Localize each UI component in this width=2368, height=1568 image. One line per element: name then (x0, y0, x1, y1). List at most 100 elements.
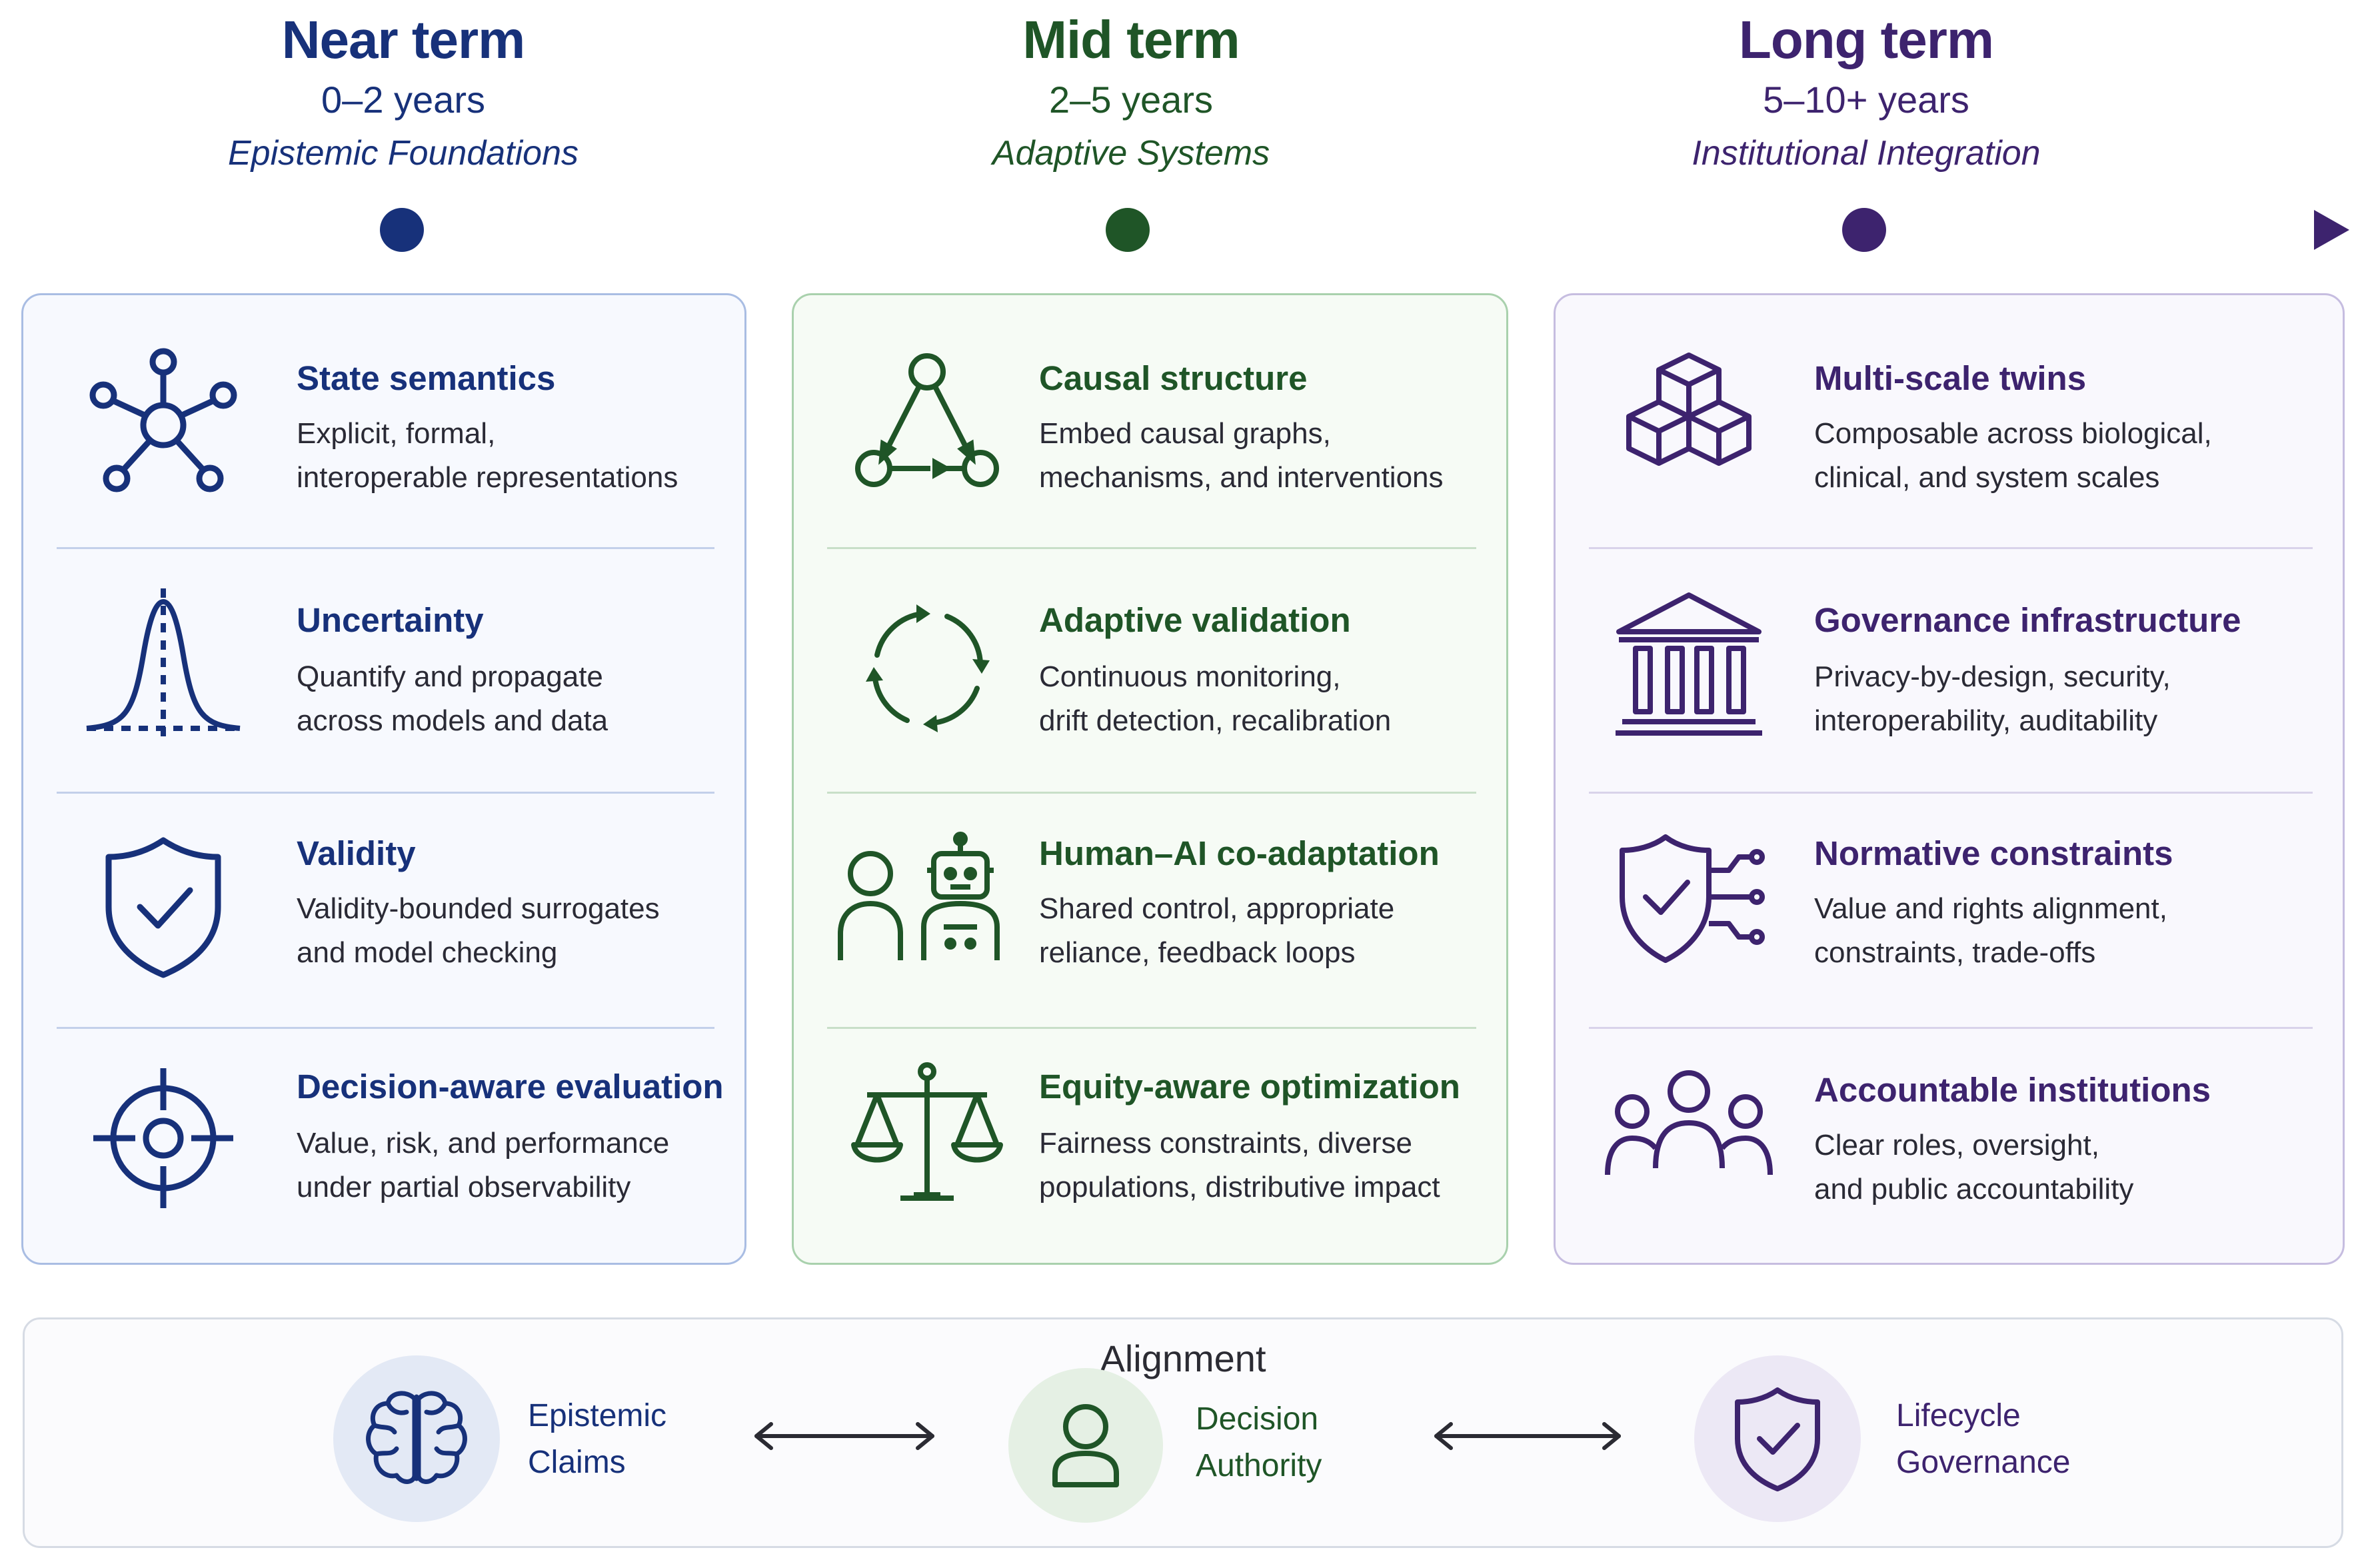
divider (1589, 792, 2313, 794)
item-desc-line1: Quantify and propagate (297, 660, 603, 693)
divider (1589, 547, 2313, 549)
timeline-arrow (27, 208, 2349, 252)
double-arrow-icon (754, 1422, 934, 1450)
phase-years: 2–5 years (1049, 79, 1213, 121)
timeline-marker-mid (1106, 208, 1150, 252)
item-desc-line2: interoperable representations (297, 461, 678, 494)
item-multi-scale-twins: Multi-scale twins Composable across biol… (1556, 295, 2343, 548)
item-title: Uncertainty (297, 601, 484, 639)
phase-title: Mid term (1022, 10, 1240, 69)
phase-years: 5–10+ years (1763, 79, 1969, 121)
phase-subtitle: Institutional Integration (1692, 134, 2041, 173)
item-desc-line2: interoperability, auditability (1814, 704, 2158, 737)
column-mid-term: Causal structure Embed causal graphs, me… (792, 293, 1508, 1265)
label-line2: Authority (1196, 1448, 1322, 1483)
person-icon (1052, 1404, 1119, 1487)
arrow-head-icon (2314, 210, 2349, 250)
label-line1: Epistemic (528, 1398, 667, 1433)
decision-authority-badge (1008, 1368, 1163, 1523)
item-desc-line1: Embed causal graphs, (1039, 417, 1331, 450)
divider (827, 1027, 1476, 1029)
item-human-ai-co-adaptation: Human–AI co-adaptation Shared control, a… (794, 794, 1506, 1027)
lifecycle-governance-label: Lifecycle Governance (1896, 1393, 2071, 1486)
item-desc-line2: reliance, feedback loops (1039, 936, 1356, 969)
item-desc-line1: Shared control, appropriate (1039, 892, 1395, 925)
item-desc-line2: populations, distributive impact (1039, 1171, 1440, 1203)
phase-header-mid: Mid term 2–5 years Adaptive Systems (831, 7, 1431, 180)
item-decision-aware-evaluation: Decision-aware evaluation Value, risk, a… (23, 1028, 744, 1261)
item-title: Decision-aware evaluation (297, 1068, 724, 1106)
double-arrow-icon (1434, 1422, 1621, 1450)
item-normative-constraints: Normative constraints Value and rights a… (1556, 794, 2343, 1027)
item-accountable-institutions: Accountable institutions Clear roles, ov… (1556, 1028, 2343, 1261)
brain-icon (366, 1391, 467, 1484)
phase-years: 0–2 years (321, 79, 485, 121)
item-title: Governance infrastructure (1814, 601, 2241, 639)
label-line1: Decision (1196, 1401, 1319, 1437)
epistemic-claims-badge (333, 1355, 500, 1522)
item-desc-line1: Value, risk, and performance (297, 1127, 670, 1160)
item-causal-structure: Causal structure Embed causal graphs, me… (794, 295, 1506, 548)
item-desc-line1: Fairness constraints, diverse (1039, 1127, 1412, 1160)
phase-subtitle: Epistemic Foundations (227, 134, 579, 173)
alignment-panel: Alignment Epistemic Claims Decision (23, 1317, 2343, 1548)
item-desc-line2: under partial observability (297, 1171, 631, 1203)
item-desc-line2: constraints, trade-offs (1814, 936, 2096, 969)
institution-icon (1616, 592, 1762, 736)
epistemic-claims-label: Epistemic Claims (528, 1393, 666, 1486)
shield-circuit-icon (1620, 834, 1765, 963)
cycle-arrows-icon (866, 604, 990, 732)
phase-title: Near term (281, 10, 526, 69)
human-robot-icon (838, 832, 1000, 960)
item-desc-line2: clinical, and system scales (1814, 461, 2160, 494)
item-adaptive-validation: Adaptive validation Continuous monitorin… (794, 548, 1506, 792)
label-line1: Lifecycle (1896, 1398, 2021, 1433)
balance-scale-icon (851, 1062, 1003, 1201)
divider (1589, 1027, 2313, 1029)
item-desc-line1: Clear roles, oversight, (1814, 1129, 2099, 1162)
shield-check-icon (1735, 1387, 1820, 1491)
item-desc-line2: drift detection, recalibration (1039, 704, 1392, 737)
item-title: Adaptive validation (1039, 601, 1351, 639)
item-title: Human–AI co-adaptation (1039, 834, 1440, 872)
label-line2: Claims (528, 1445, 626, 1480)
shield-check-icon (105, 837, 221, 978)
item-desc-line2: and public accountability (1814, 1173, 2134, 1205)
item-title: Multi-scale twins (1814, 359, 2087, 397)
item-title: Normative constraints (1814, 834, 2173, 872)
item-title: Accountable institutions (1814, 1071, 2211, 1109)
lifecycle-governance-badge (1694, 1355, 1861, 1522)
item-desc-line1: Composable across biological, (1814, 417, 2212, 450)
timeline-marker-near (380, 208, 424, 252)
item-title: Equity-aware optimization (1039, 1068, 1460, 1106)
crosshair-icon (93, 1068, 233, 1208)
alignment-title: Alignment (1100, 1337, 1266, 1379)
item-equity-aware-optimization: Equity-aware optimization Fairness const… (794, 1028, 1506, 1261)
bell-curve-icon (86, 588, 241, 742)
label-line2: Governance (1896, 1445, 2071, 1480)
item-title: State semantics (297, 359, 556, 397)
decision-authority-label: Decision Authority (1196, 1396, 1322, 1489)
column-near-term: State semantics Explicit, formal, intero… (21, 293, 746, 1265)
item-desc-line2: across models and data (297, 704, 608, 737)
cubes-icon (1626, 353, 1752, 466)
causal-graph-icon (855, 353, 999, 487)
divider (57, 1027, 714, 1029)
item-desc-line1: Privacy-by-design, security, (1814, 660, 2171, 693)
item-desc-line1: Value and rights alignment, (1814, 892, 2167, 925)
item-uncertainty: Uncertainty Quantify and propagate acros… (23, 548, 744, 792)
timeline-marker-long (1842, 208, 1886, 252)
item-governance-infrastructure: Governance infrastructure Privacy-by-des… (1556, 548, 2343, 792)
divider (827, 547, 1476, 549)
phase-subtitle: Adaptive Systems (992, 134, 1270, 173)
item-desc-line2: mechanisms, and interventions (1039, 461, 1444, 494)
divider (57, 547, 714, 549)
phase-title: Long term (1738, 10, 1994, 69)
item-desc-line1: Validity-bounded surrogates (297, 892, 660, 925)
item-desc-line1: Explicit, formal, (297, 417, 496, 450)
item-title: Validity (297, 834, 416, 872)
phase-header-near: Near term 0–2 years Epistemic Foundation… (103, 7, 703, 180)
divider (57, 792, 714, 794)
divider (827, 792, 1476, 794)
item-validity: Validity Validity-bounded surrogates and… (23, 794, 744, 1027)
